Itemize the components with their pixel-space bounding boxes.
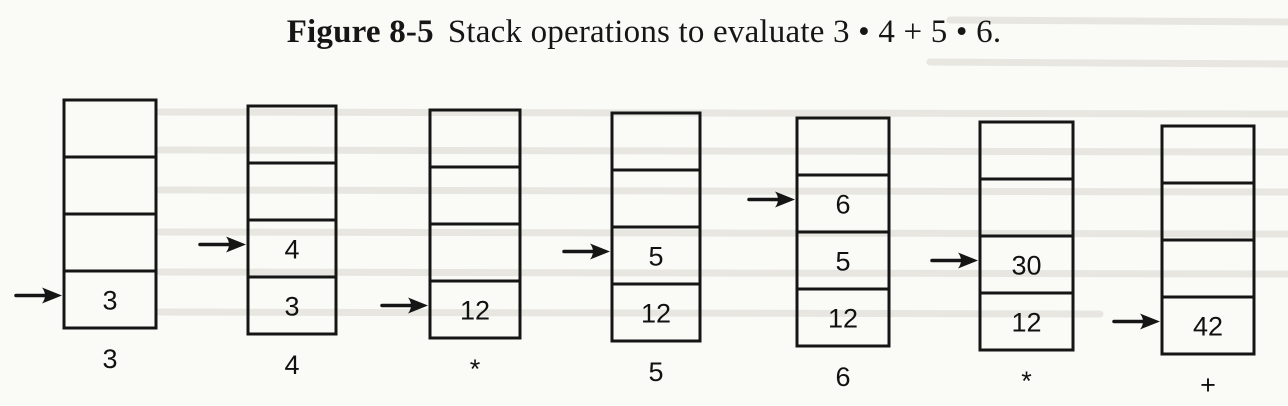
stack-cell [62,212,158,273]
top-of-stack-arrow-icon [1112,313,1160,330]
stack-7: 42 + [1112,124,1256,400]
top-of-stack-arrow-icon [562,243,610,260]
top-of-stack-arrow-icon [747,191,795,208]
stack-cell-value: 4 [284,235,299,265]
stack-cell-value: 6 [835,190,850,220]
operation-label: 6 [835,362,850,392]
stack-cell [795,116,891,177]
stack-cell [1160,124,1256,185]
stack-2: 3 4 4 [198,104,338,380]
stack-cell-value: 30 [1011,251,1041,281]
stack-6: 12 30 * [930,120,1075,396]
top-of-stack-arrow-icon [198,236,246,253]
stack-cell-value: 3 [102,286,117,316]
stack-cell [428,108,522,169]
stack-cell [62,155,158,216]
stack-cell-value: 12 [1011,308,1041,338]
stack-cell [428,165,522,226]
operation-label: 4 [284,350,299,380]
stack-cell [610,168,702,229]
figure-caption: Figure 8-5 Stack operations to evaluate 3… [0,14,1288,51]
stack-cell-value: 12 [641,299,671,329]
stack-4: 12 5 5 [562,111,702,387]
stack-5: 12 5 6 6 [747,116,891,392]
stack-cell [978,120,1075,181]
operation-label: * [1021,366,1032,396]
top-of-stack-arrow-icon [14,287,62,304]
stack-1: 33 [14,98,158,374]
stack-cell [246,161,338,222]
operation-label: 5 [648,357,663,387]
stack-cell [1160,181,1256,242]
stack-cell [246,104,338,165]
stack-cell [610,111,702,172]
stack-cell-value: 3 [284,292,299,322]
operation-label: * [470,354,481,384]
figure-label: Figure 8-5 [286,14,434,50]
figure-title: Stack operations to evaluate 3 • 4 + 5 •… [447,14,1002,50]
stack-3: 12 * [380,108,522,384]
stack-cell [978,177,1075,238]
operation-label: 3 [102,344,117,374]
stack-cell [1160,238,1256,299]
stack-cell-value: 5 [648,242,663,272]
top-of-stack-arrow-icon [930,252,978,269]
stack-cell-value: 5 [835,247,850,277]
stack-cell-value: 42 [1193,312,1223,342]
operation-label: + [1200,370,1216,400]
top-of-stack-arrow-icon [380,297,428,314]
stack-cell-value: 12 [828,304,858,334]
stack-cell-value: 12 [460,296,490,326]
stack-cell [428,222,522,283]
stack-cell [62,98,158,159]
